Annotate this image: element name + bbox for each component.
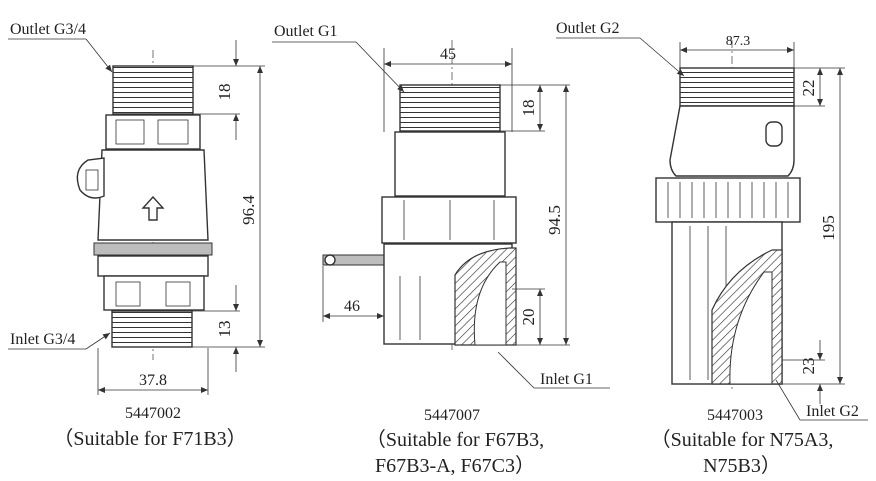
outlet-thread bbox=[399, 84, 501, 132]
valve-body bbox=[394, 131, 506, 197]
dim-5447007-d1: 18 bbox=[519, 100, 538, 117]
clip-handle bbox=[76, 157, 105, 199]
dim-5447003-d1: 22 bbox=[799, 80, 818, 97]
dim-5447007-d2: 94.5 bbox=[545, 205, 564, 235]
inlet-label-5447003: Inlet G2 bbox=[806, 403, 859, 420]
inlet-label-5447002: Inlet G3/4 bbox=[10, 331, 75, 348]
flow-arrow-icon bbox=[141, 195, 165, 221]
outlet-label-5447003: Outlet G2 bbox=[556, 20, 620, 37]
dim-5447002-d3: 13 bbox=[215, 321, 234, 338]
outlet-label-5447002: Outlet G3/4 bbox=[10, 21, 86, 38]
inlet-label-5447007: Inlet G1 bbox=[540, 371, 593, 388]
dim-5447002-d1: 18 bbox=[215, 84, 234, 101]
dim-5447007-w2: 46 bbox=[344, 298, 360, 315]
band bbox=[93, 242, 213, 256]
ribbed-nut bbox=[381, 196, 517, 244]
clip bbox=[765, 121, 783, 147]
dim-5447002-d2: 96.4 bbox=[239, 195, 258, 225]
lower-nut bbox=[103, 275, 205, 311]
suitable-5447002: （Suitable for F71B3） bbox=[53, 427, 246, 450]
dim-5447007-d3: 20 bbox=[519, 309, 538, 326]
drawing-5447003 bbox=[556, 37, 868, 421]
suitable-5447003-line1: （Suitable for N75A3, bbox=[651, 428, 834, 451]
outlet-thread bbox=[679, 67, 795, 107]
dim-5447003-d2: 195 bbox=[819, 215, 838, 241]
outlet-label-5447007: Outlet G1 bbox=[274, 23, 338, 40]
valve-body bbox=[669, 105, 795, 177]
part-code-5447007: 5447007 bbox=[424, 407, 480, 424]
dim-5447003-w: 87.3 bbox=[726, 34, 751, 49]
suitable-5447003-line2: N75B3） bbox=[703, 454, 781, 477]
upper-nut bbox=[105, 114, 201, 150]
part-code-5447002: 5447002 bbox=[125, 405, 181, 422]
dim-5447002-w: 37.8 bbox=[139, 372, 167, 389]
suitable-5447007-line1: （Suitable for F67B3, bbox=[366, 428, 544, 451]
dim-5447007-w: 45 bbox=[440, 46, 456, 63]
valve-body bbox=[97, 149, 209, 241]
part-code-5447003: 5447003 bbox=[707, 407, 763, 424]
drawing-5447002 bbox=[8, 38, 265, 395]
suitable-5447007-line2: F67B3-A, F67C3） bbox=[375, 454, 535, 477]
outlet-thread bbox=[112, 65, 194, 115]
dim-5447003-d3: 23 bbox=[799, 358, 818, 375]
drawing-5447007 bbox=[272, 40, 610, 389]
inlet-thread bbox=[111, 310, 193, 348]
